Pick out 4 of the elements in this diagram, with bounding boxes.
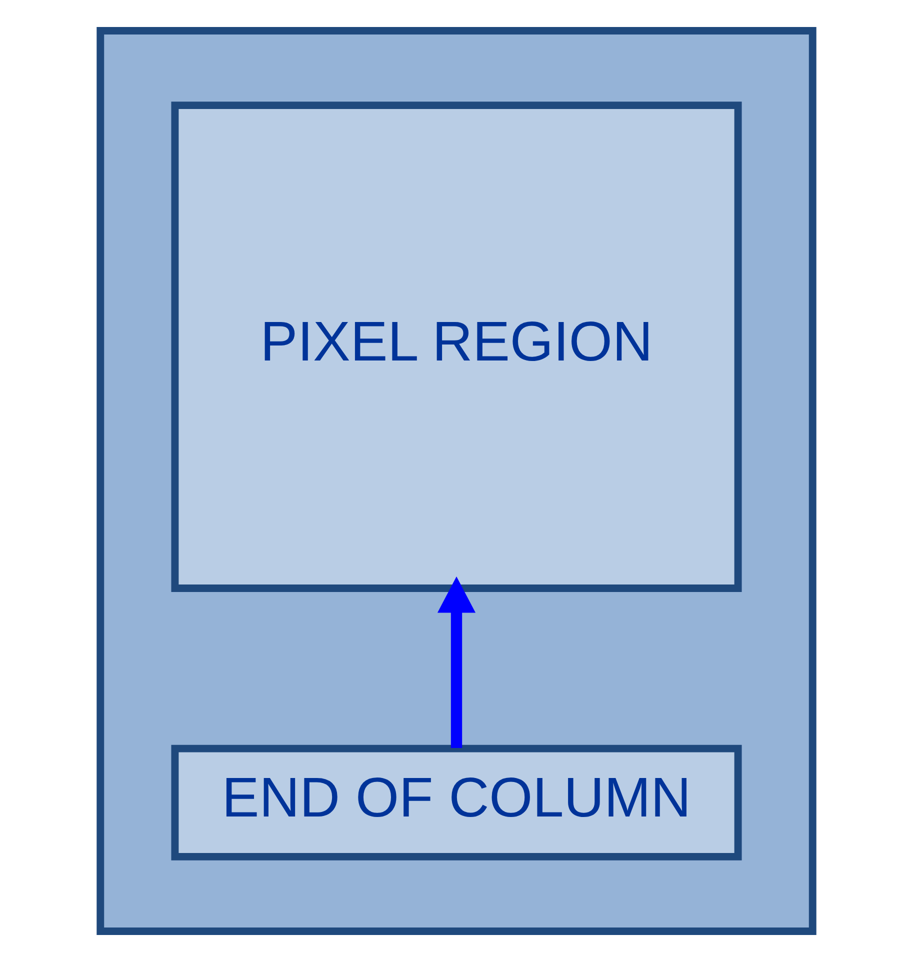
node-box: END OF COLUMN	[171, 744, 742, 860]
node-box: PIXEL REGION	[171, 102, 742, 592]
cluster	[96, 26, 816, 936]
arrow	[437, 576, 476, 748]
